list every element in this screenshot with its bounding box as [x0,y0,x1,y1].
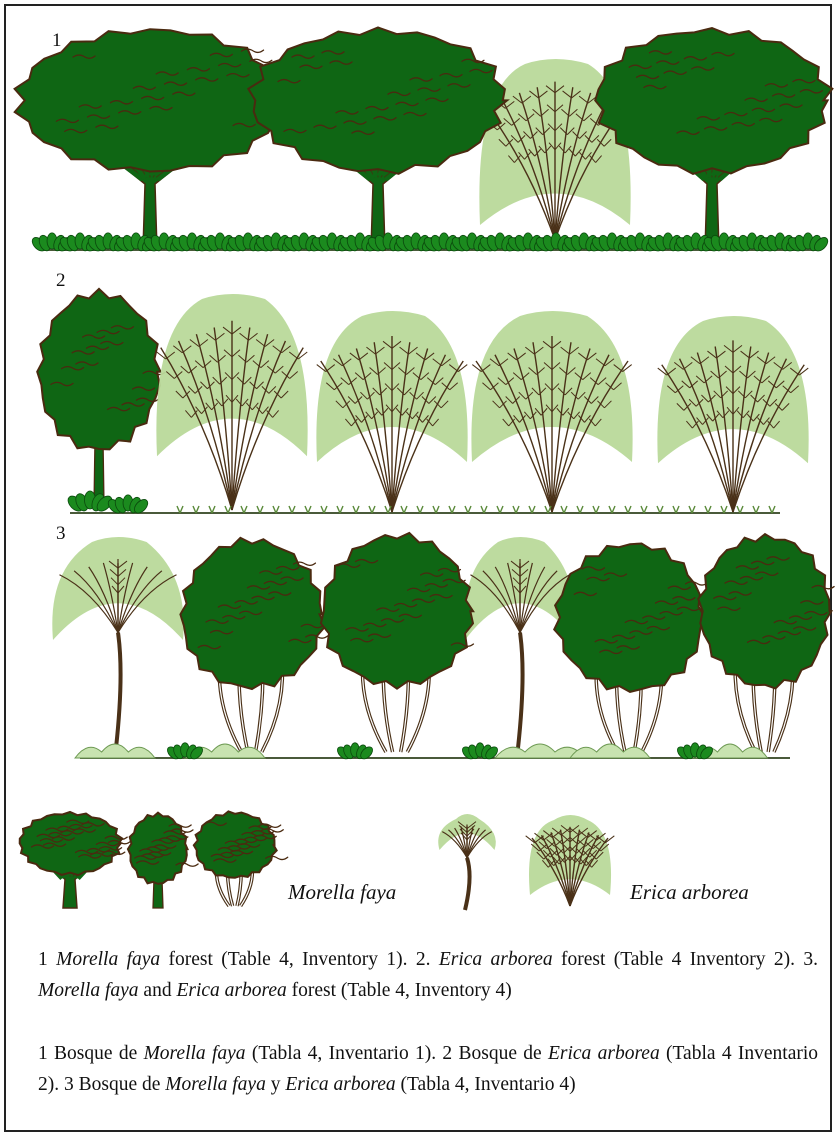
groundcover-grass [75,744,155,758]
caption-es-text: y [266,1074,286,1095]
morella-narrow-tree [37,289,165,505]
caption-es-species: Erica arborea [285,1074,395,1095]
row-label-1: 1 [52,30,62,52]
caption-en-species: Erica arborea [439,949,553,970]
caption-en-text: forest (Table 4 Inventory 2). 3. [553,949,818,970]
erica-arborea [526,815,615,906]
morella-narrow-tree [128,813,198,908]
row-label-2: 2 [56,270,66,292]
caption-en-text: and [139,980,177,1001]
caption-es-text: (Tabla 4, Inventario 4) [396,1074,576,1095]
erica-arborea [657,316,808,512]
morella-round-tree [698,534,834,752]
erica-arborea [464,537,576,748]
caption-es-text: 1 Bosque de [38,1043,144,1064]
erica-arborea [52,537,183,748]
legend-morella-faya: Morella faya [288,880,396,905]
morella-round-tree [194,811,288,906]
caption-es-text: (Tabla 4, Inventario 1). 2 Bosque de [246,1043,548,1064]
erica-arborea [438,814,496,910]
row-label-3: 3 [56,523,66,545]
caption-en-text: forest (Table 4, Inventory 1). 2. [160,949,439,970]
erica-arborea [156,294,307,510]
caption-es-species: Erica arborea [548,1043,660,1064]
morella-spreading-tree [15,29,284,250]
caption-en-text: 1 [38,949,56,970]
caption-en-species: Morella faya [38,980,139,1001]
caption-en-text: forest (Table 4, Inventory 4) [287,980,512,1001]
morella-round-tree [180,538,327,752]
caption-es-species: Morella faya [165,1074,266,1095]
morella-spreading-tree [595,28,832,250]
ground-sprouts [177,506,775,513]
caption-en-species: Erica arborea [176,980,286,1001]
caption-es-species: Morella faya [144,1043,246,1064]
erica-arborea [316,311,467,512]
caption-spanish: 1 Bosque de Morella faya (Tabla 4, Inven… [38,1038,818,1100]
morella-round-tree [321,533,474,752]
morella-round-tree [554,544,707,756]
caption-english: 1 Morella faya forest (Table 4, Inventor… [38,944,818,1006]
morella-spreading-tree [20,812,131,908]
morella-spreading-tree [248,28,507,251]
erica-arborea [471,311,632,512]
groundcover-grass [570,744,650,758]
caption-en-species: Morella faya [56,949,160,970]
legend-erica-arborea: Erica arborea [630,880,749,905]
groundcover-plant [65,491,114,514]
